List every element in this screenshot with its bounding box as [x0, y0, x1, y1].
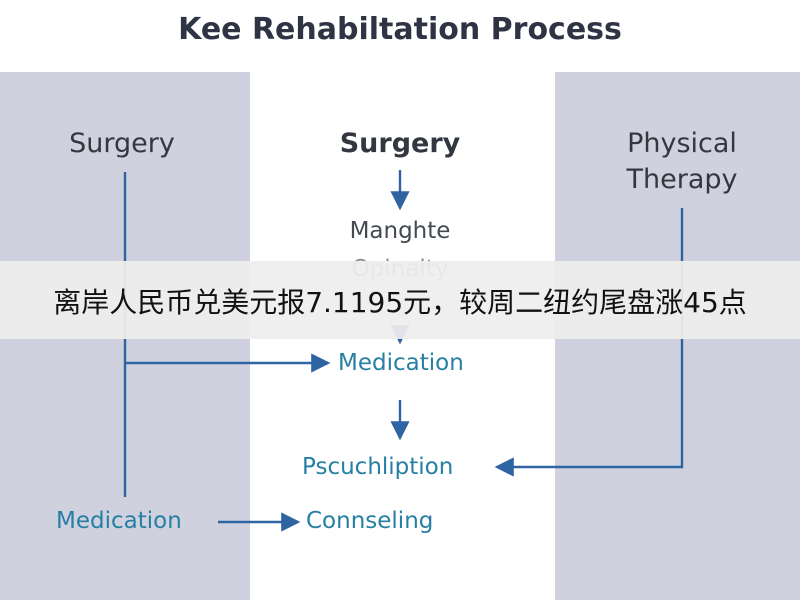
- caption-overlay: [0, 261, 800, 339]
- left-surgery-label: Surgery: [69, 128, 175, 159]
- center-step-connseling: Connseling: [306, 508, 434, 534]
- center-step-medication: Medication: [338, 350, 464, 376]
- center-surgery-label: Surgery: [339, 128, 461, 159]
- right-physical-label: Physical: [627, 128, 737, 159]
- center-step-pscuchliption: Pscuchliption: [302, 454, 454, 480]
- left-medication-label: Medication: [56, 508, 182, 534]
- center-step-manghte: Manghte: [349, 218, 451, 244]
- diagram-title: Kee Rehabiltation Process: [178, 12, 622, 47]
- right-therapy-label: Therapy: [626, 164, 738, 195]
- caption-text: 离岸人民币兑美元报7.1195元，较周二纽约尾盘涨45点: [53, 286, 747, 319]
